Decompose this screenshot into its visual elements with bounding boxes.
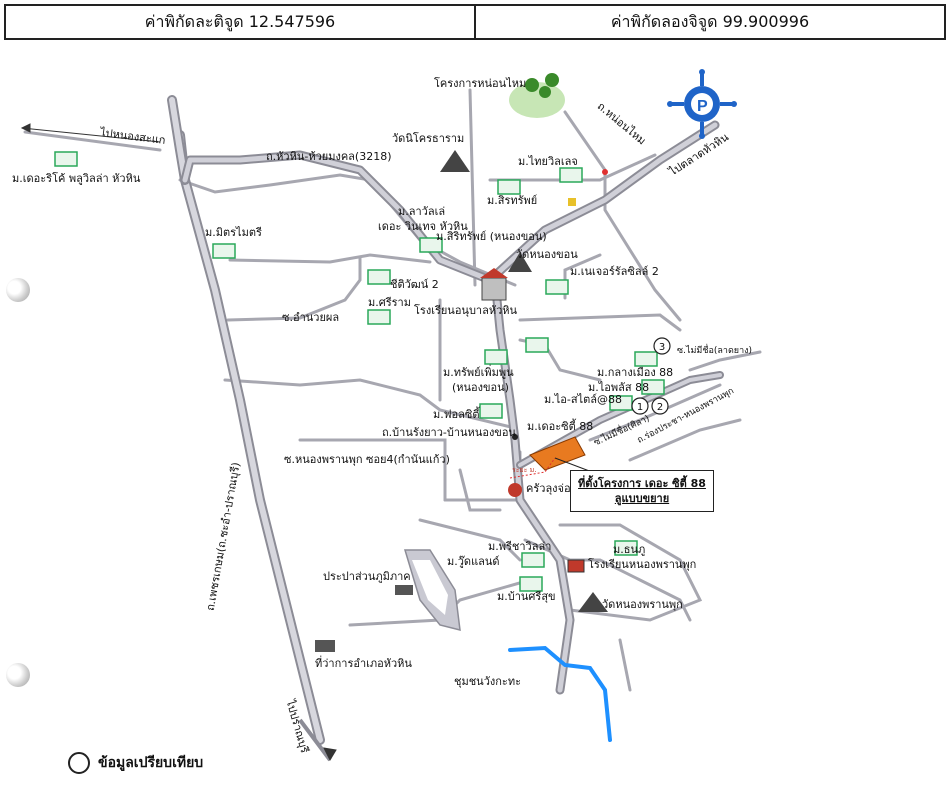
direction-arrows — [20, 123, 337, 762]
label-wat-nikhorn: วัดนิโครธาราม — [392, 132, 465, 145]
site-callout: ที่ตั้งโครงการ เดอะ ซิตี้ 88 ลูแบบขยาย — [570, 470, 714, 512]
label-wat-nongpran: วัดหนองพรานพุก — [602, 598, 683, 611]
label-pricha-villa: ม.พรีชาวิลล่า — [488, 540, 552, 553]
project-cloud — [509, 82, 565, 118]
site-callout-line2: ลูแบบขยาย — [614, 492, 670, 505]
label-the-rich-pool-villa: ม.เดอะริโค้ พลูวิลล่า หัวหิน — [12, 172, 141, 185]
label-ai-style: ม.ไอ-สไตล์@88 — [544, 393, 622, 406]
binder-hole-bottom — [6, 663, 30, 687]
legend-circle-icon — [68, 752, 90, 774]
label-rd-huahin-huaimongkol: ถ.หัวหิน-ห้วยมงคล(3218) — [266, 150, 392, 163]
label-sirisap-nongkhon: ม.สิริทรัพย์ (หนองขอน) — [436, 230, 547, 243]
marker-circles — [631, 337, 671, 415]
label-chiwat: ชีติวัฒน์ 2 — [390, 278, 439, 291]
label-klang-muang: ม.กลางเมือง 88 — [597, 366, 674, 379]
house-icon — [54, 151, 665, 592]
label-larawan-2: เดอะ วินเทจ หัวหิน — [378, 220, 468, 233]
coordinate-header: ค่าพิกัดละติจูด 12.547596 ค่าพิกัดลองจิจ… — [4, 4, 946, 40]
label-chum-bongkrata: ชุมชนวังกะทะ — [454, 675, 521, 688]
label-ban-srisuk: ม.บ้านศรีสุข — [497, 590, 556, 603]
label-school-nongpran: โรงเรียนหนองพรานพุก — [588, 558, 697, 571]
label-rd-ban-rangyao: ถ.บ้านรังยาว-บ้านหนองขอน — [382, 426, 516, 439]
legend: ข้อมูลเปรียบเทียบ — [68, 752, 203, 774]
label-soi-mimisuk: ซ.ไม่มีชื่อ(ลาดยาง) — [677, 346, 753, 356]
temple-icon — [440, 150, 608, 612]
label-site-tag: ระยะ ม. — [512, 466, 537, 474]
latitude-cell: ค่าพิกัดละติจูด 12.547596 — [144, 11, 336, 31]
legend-text: ข้อมูลเปรียบเทียบ — [98, 755, 204, 771]
project-site — [529, 436, 586, 471]
longitude-cell: ค่าพิกัดลองจิจูด 99.900996 — [474, 6, 944, 38]
label-tanapoom: ม.ธนภู — [613, 543, 646, 556]
label-water-works: ประปาส่วนภูมิภาค — [323, 570, 411, 583]
binder-hole-top — [6, 278, 30, 302]
label-krua-lungjong: ครัวลุงจ่อง — [526, 482, 576, 495]
label-larawan-1: ม.ลาวัลเล่ — [398, 205, 446, 218]
tree-icon — [525, 73, 559, 98]
label-soi-chamnan: ซ.อำนวยผล — [282, 311, 340, 324]
school-icon — [315, 169, 608, 652]
marker-3: 3 — [659, 342, 665, 353]
site-callout-line1: ที่ตั้งโครงการ เดอะ ซิตี้ 88 — [578, 477, 706, 490]
logo-icon: P — [667, 69, 737, 139]
svg-text:P: P — [697, 98, 708, 115]
label-soi-nongpran4: ซ.หนองพรานพุก ซอย4(กำนันแก้ว) — [284, 453, 450, 466]
label-district-office: ที่ว่าการอำเภอหัวหิน — [315, 657, 412, 670]
label-thai-villa: ม.ไทยวิลเลจ — [518, 155, 578, 168]
label-sirisap: ม.สิรทรัพย์ — [487, 194, 538, 207]
label-wat-nongkhon: วัดหนองขอน — [516, 248, 578, 261]
label-school-anuban: โรงเรียนอนุบาลหัวหิน — [414, 304, 518, 317]
label-mithmaitri: ม.มิตรไมตรี — [205, 226, 262, 239]
river — [508, 645, 612, 742]
label-sap-permpoon-2: (หนองขอน) — [452, 381, 509, 394]
label-iplus: ม.ไอพลัส 88 — [588, 381, 650, 394]
label-palm-city: ม.ฟอลซิตี้ — [433, 408, 480, 421]
label-sap-permpoon-1: ม.ทรัพย์เพิ่มพูน — [443, 366, 514, 379]
marker-2: 2 — [657, 402, 663, 413]
label-new-project: โครงการหน่อนไหม — [434, 77, 527, 90]
marker-1: 1 — [637, 402, 643, 413]
label-naicher-residence: ม.เนเจอร์รัลซิลล์ 2 — [570, 265, 659, 278]
label-sriram: ม.ศรีราม — [368, 296, 411, 309]
label-the-city-88: ม.เดอะซิตี้ 88 — [527, 420, 594, 433]
label-wood-land: ม.วู๊ดแลนด์ — [447, 555, 500, 568]
